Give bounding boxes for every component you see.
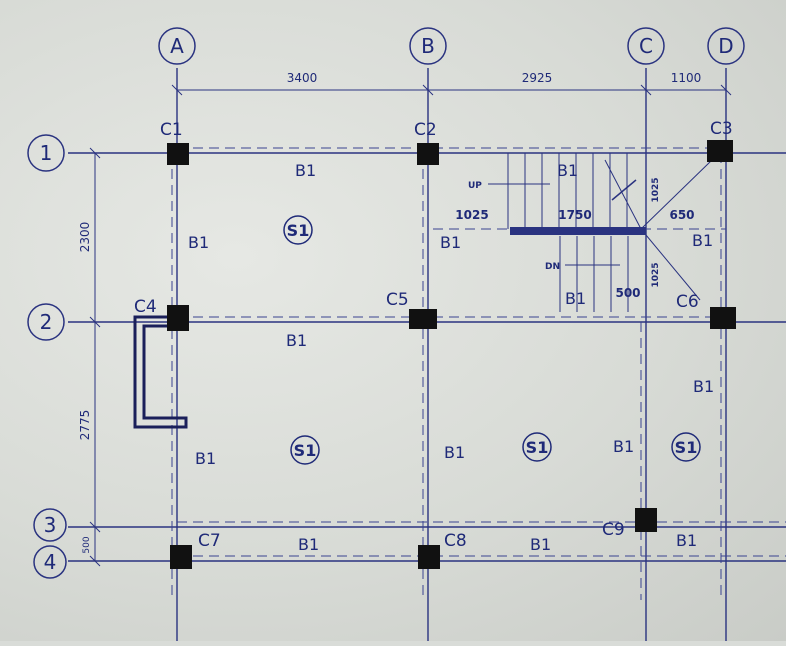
- grid-label-2: 2: [40, 310, 53, 334]
- column-label-c2: C2: [414, 120, 437, 140]
- slab-marker: [283, 215, 313, 245]
- column-label-c3: C3: [710, 119, 733, 139]
- column-label-c7: C7: [198, 531, 221, 551]
- grid-bubble-d: [707, 27, 745, 65]
- beam-label: B1: [530, 535, 551, 554]
- column-c7: [170, 545, 192, 569]
- beam-label: B1: [676, 531, 697, 550]
- beam-label: B1: [295, 161, 316, 180]
- beam-label: B1: [298, 535, 319, 554]
- slab-label: S1: [675, 438, 698, 457]
- grid-bubbles-rows: 1 2 3 4: [27, 134, 67, 579]
- grid-label-4: 4: [44, 550, 57, 574]
- grid-bubble-1: [27, 134, 65, 172]
- stair-dim-2: 1750: [558, 208, 591, 222]
- staircase: UP DN 1025 1750 1025 650 500 1025: [455, 153, 713, 312]
- grid-bubble-4: [33, 545, 67, 579]
- beam-label: B1: [557, 161, 578, 180]
- stair-dim-4: 650: [669, 208, 694, 222]
- stair-treads: [507, 153, 713, 312]
- column-label-c8: C8: [444, 531, 467, 551]
- slab-markers: S1 S1 S1 S1: [283, 215, 701, 465]
- column-label-c4: C4: [134, 297, 157, 317]
- column-c4: [167, 305, 189, 331]
- column-label-c1: C1: [160, 120, 183, 140]
- stair-dim-3: 1025: [651, 177, 661, 202]
- stair-up-label: UP: [468, 181, 482, 191]
- grid-bubble-b: [409, 27, 447, 65]
- structural-columns: [167, 140, 736, 569]
- grid-bubble-2: [27, 303, 65, 341]
- slab-label: S1: [526, 438, 549, 457]
- beam-label: B1: [693, 377, 714, 396]
- grid-bubble-c: [627, 27, 665, 65]
- stair-landing-beam: [510, 227, 646, 235]
- grid-label-3: 3: [44, 513, 57, 537]
- grid-bubbles-columns: A B C D: [158, 27, 745, 65]
- dimension-texts: 3400 2925 1100 2300 2775 500: [78, 71, 701, 554]
- grid-label-d: D: [718, 34, 733, 58]
- column-label-c5: C5: [386, 290, 409, 310]
- stair-dim-1: 1025: [455, 208, 488, 222]
- beam-label: B1: [440, 233, 461, 252]
- beam-label: B1: [195, 449, 216, 468]
- slab-label: S1: [287, 221, 310, 240]
- slab-label: S1: [294, 441, 317, 460]
- stair-down-label: DN: [545, 262, 560, 272]
- column-c6: [710, 307, 736, 329]
- stair-dim-6: 1025: [651, 262, 661, 287]
- slab-marker: [522, 432, 552, 462]
- grid-label-b: B: [421, 34, 435, 58]
- stair-texts: UP DN 1025 1750 1025 650 500 1025: [455, 177, 694, 300]
- channel-wall: [133, 315, 188, 429]
- column-c1: [167, 143, 189, 165]
- grid-label-1: 1: [40, 141, 53, 165]
- dim-c-d: 1100: [671, 71, 702, 85]
- column-c9: [635, 508, 657, 532]
- column-c8: [418, 545, 440, 569]
- beam-label: B1: [613, 437, 634, 456]
- beam-label: B1: [565, 289, 586, 308]
- dim-3-4: 500: [82, 536, 92, 553]
- stair-dim-5: 500: [615, 286, 640, 300]
- column-c3: [707, 140, 733, 162]
- grid-label-a: A: [170, 34, 184, 58]
- column-labels: C1 C2 C3 C4 C5 C6 C7 C8 C9: [134, 119, 733, 551]
- beam-label: B1: [286, 331, 307, 350]
- slab-marker: [671, 432, 701, 462]
- column-label-c9: C9: [602, 520, 625, 540]
- beam-label: B1: [692, 231, 713, 250]
- stair-arrow-head: [611, 179, 637, 201]
- beam-label: B1: [188, 233, 209, 252]
- column-c2: [417, 143, 439, 165]
- dim-a-b: 3400: [287, 71, 318, 85]
- beam-label: B1: [444, 443, 465, 462]
- beam-labels: B1 B1 B1 B1 B1 B1 B1 B1 B1 B1 B1 B1 B1 B…: [188, 161, 714, 554]
- dim-2-3: 2775: [78, 410, 92, 441]
- column-label-c6: C6: [676, 292, 699, 312]
- grid-bubble-3: [33, 508, 67, 542]
- grid-bubble-a: [158, 27, 196, 65]
- dim-b-c: 2925: [522, 71, 553, 85]
- grid-label-c: C: [639, 34, 653, 58]
- slab-marker: [290, 435, 320, 465]
- dim-1-2: 2300: [78, 222, 92, 253]
- column-c5: [409, 309, 437, 329]
- dimension-lines: [89, 84, 732, 567]
